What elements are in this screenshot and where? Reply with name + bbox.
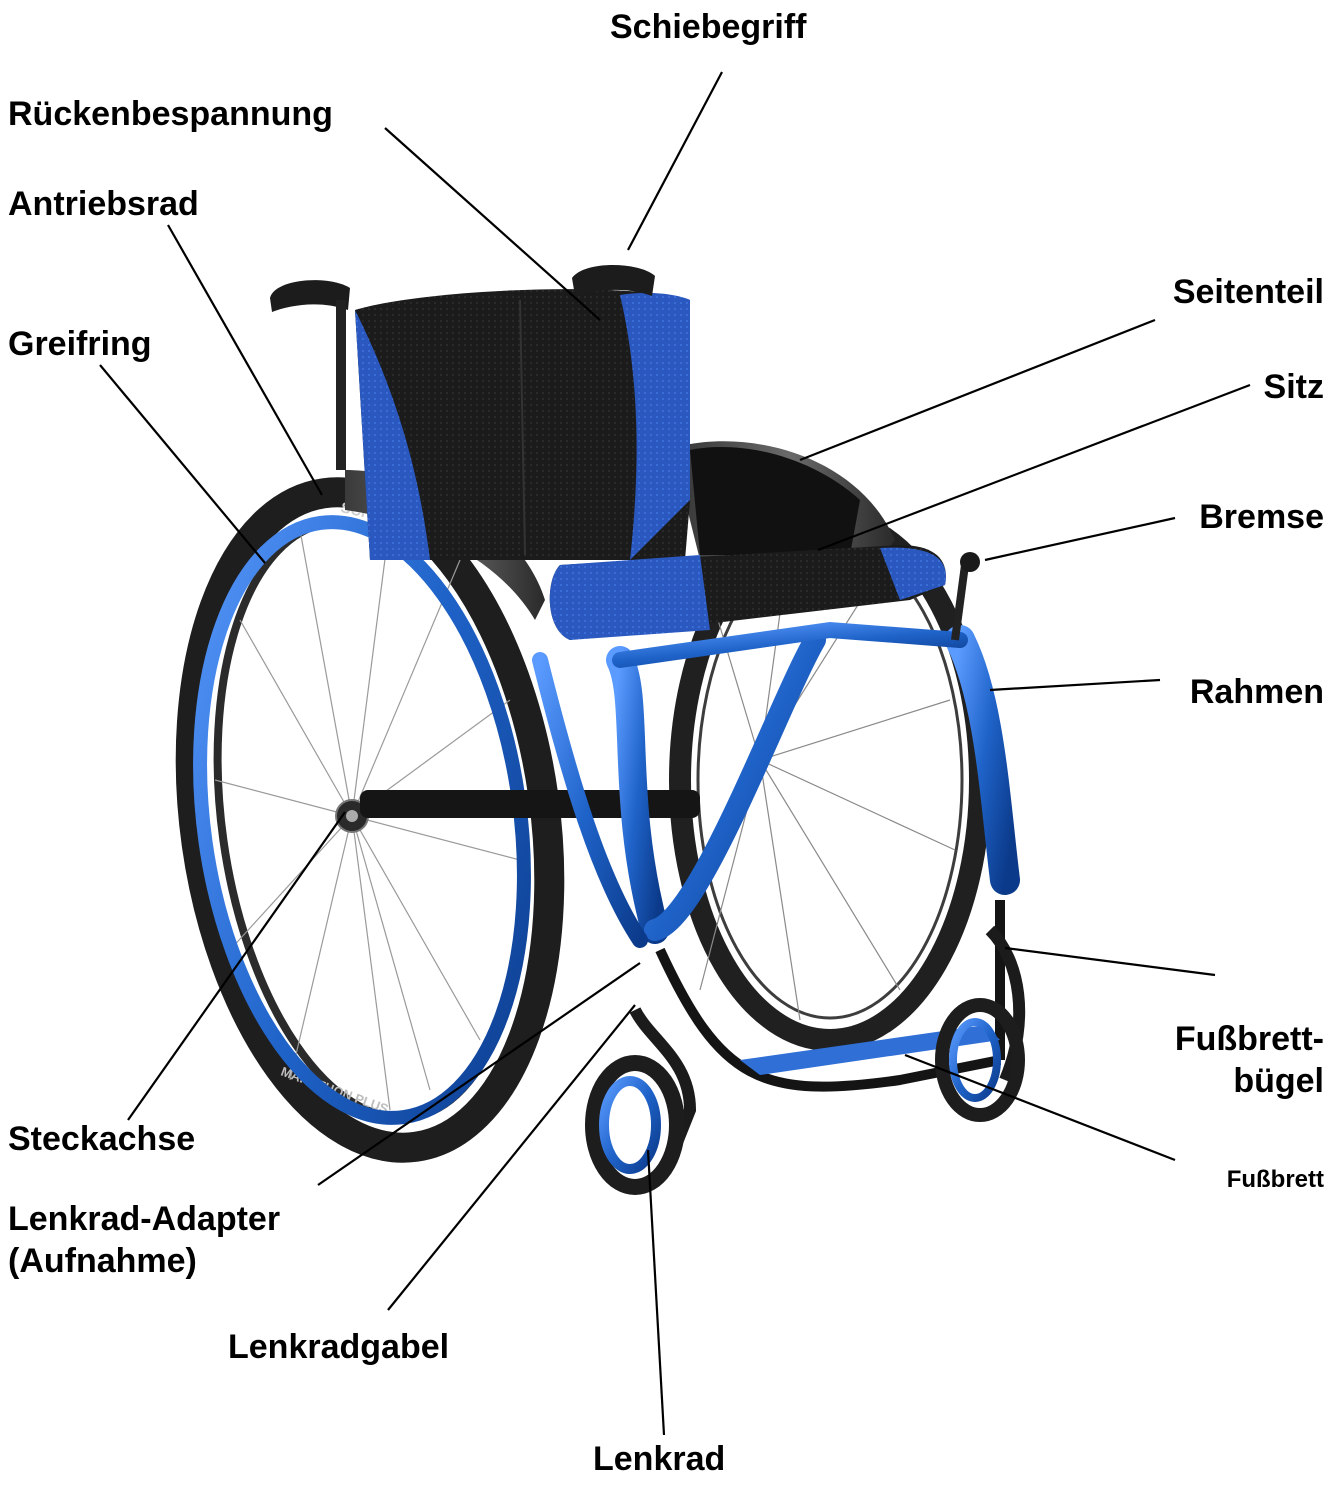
label-lenkradgabel: Lenkradgabel (228, 1328, 449, 1366)
label-lenkrad-adapter-line1: Lenkrad-Adapter (8, 1200, 280, 1238)
leader-lenkrad (648, 1150, 664, 1435)
frame (540, 630, 1005, 940)
label-lenkrad-adapter-line2: (Aufnahme) (8, 1242, 197, 1280)
leader-rueckenbespannung (385, 128, 600, 320)
leader-rahmen (990, 680, 1160, 690)
label-fussbrett: Fußbrett (1227, 1166, 1324, 1194)
label-greifring: Greifring (8, 325, 152, 363)
label-sitz: Sitz (1264, 368, 1324, 406)
brake (955, 552, 980, 640)
leader-sitz (818, 385, 1250, 550)
leader-fussbrettbuegel (1005, 948, 1215, 975)
label-rahmen: Rahmen (1190, 673, 1324, 711)
backrest (355, 289, 690, 560)
leader-greifring (100, 365, 265, 563)
label-schiebegriff: Schiebegriff (610, 8, 806, 46)
label-bremse: Bremse (1199, 498, 1324, 536)
label-rueckenbespannung: Rückenbespannung (8, 95, 333, 133)
label-lenkrad: Lenkrad (593, 1440, 725, 1478)
leader-seitenteil (800, 320, 1155, 460)
caster-left (593, 1010, 690, 1187)
label-fussbrettbuegel-line1: Fußbrett- (1175, 1020, 1324, 1058)
caster-right (942, 930, 1019, 1115)
label-antriebsrad: Antriebsrad (8, 185, 199, 223)
label-fussbrettbuegel-line2: bügel (1233, 1062, 1324, 1100)
leader-antriebsrad (168, 225, 322, 495)
label-steckachse: Steckachse (8, 1120, 195, 1158)
leader-fussbrett (905, 1055, 1175, 1160)
leader-bremse (985, 518, 1175, 560)
leader-schiebegriff (628, 72, 722, 250)
label-seitenteil: Seitenteil (1173, 273, 1324, 311)
